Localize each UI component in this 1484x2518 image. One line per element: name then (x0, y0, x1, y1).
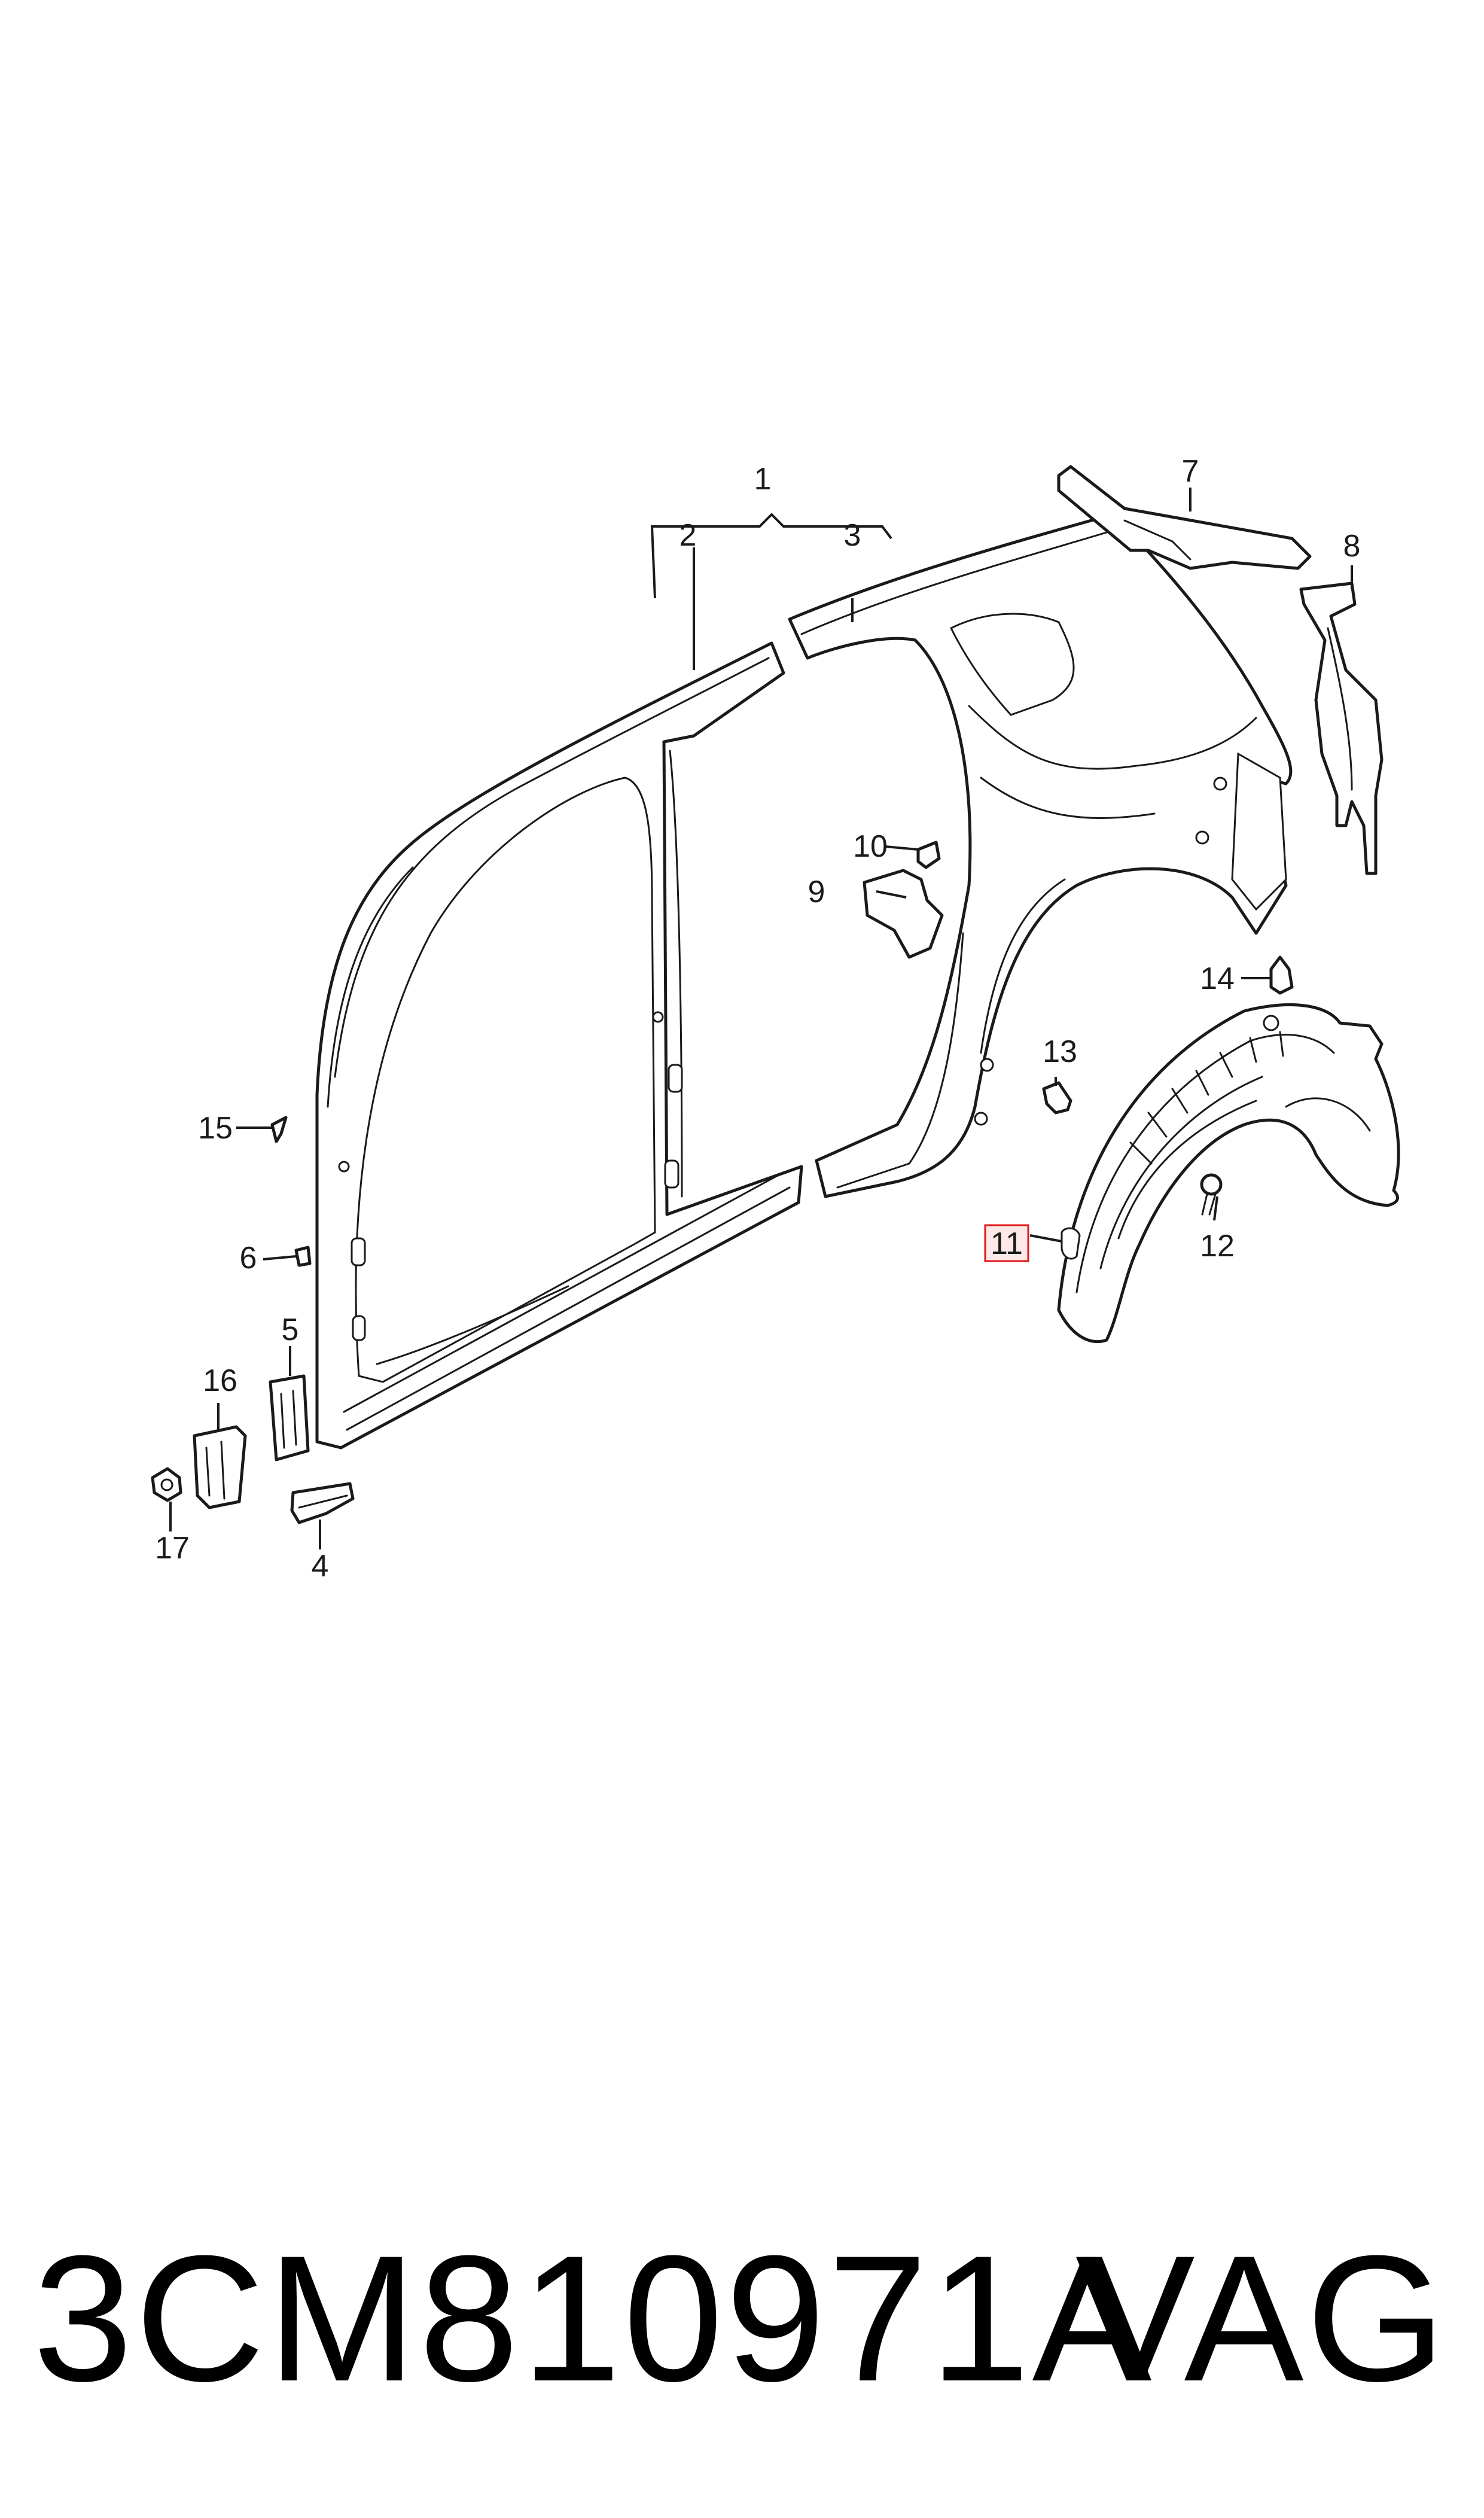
callout-5: 5 (282, 1313, 299, 1347)
callout-6: 6 (240, 1241, 257, 1275)
leader-lines (169, 488, 1353, 1549)
bracket-9 (863, 869, 944, 959)
callout-2: 2 (679, 518, 697, 553)
rear-pillar-bracket (1299, 581, 1384, 875)
rear-roof-rail-bracket (1057, 465, 1312, 570)
nut-17 (151, 1467, 182, 1502)
callout-16: 16 (203, 1363, 237, 1398)
bolt-12 (1200, 1173, 1223, 1216)
part-number: 3CM810971A (33, 2218, 1154, 2419)
wheel-housing-liner (1057, 1003, 1400, 1344)
callout-14: 14 (1200, 961, 1235, 996)
bracket-4 (290, 1482, 355, 1524)
callout-7: 7 (1182, 454, 1199, 489)
callout-8: 8 (1343, 529, 1361, 564)
bracket-10 (916, 841, 941, 869)
clip-6 (294, 1246, 312, 1267)
rear-side-panel (788, 513, 1293, 1198)
callout-9: 9 (808, 875, 825, 909)
front-side-panel (315, 641, 803, 1450)
callout-1: 1 (754, 462, 772, 497)
clip-14 (1269, 955, 1294, 995)
reinforcement-5 (269, 1374, 310, 1462)
callout-13: 13 (1043, 1034, 1077, 1069)
callout-15: 15 (198, 1111, 233, 1146)
callout-3: 3 (844, 518, 861, 553)
callout-labels: 1 2 3 4 5 6 7 8 9 10 11 12 13 14 15 16 1… (155, 454, 1360, 1584)
callout-11-highlight-box (984, 1224, 1029, 1262)
callout-11: 11 (991, 1226, 1023, 1261)
clip-13 (1042, 1081, 1072, 1115)
callout-4: 4 (312, 1549, 329, 1584)
callout-10: 10 (853, 829, 888, 864)
brand-label: VAG (1075, 2218, 1448, 2419)
callout-17: 17 (155, 1531, 190, 1566)
clip-15 (270, 1116, 288, 1143)
callout-12: 12 (1200, 1229, 1235, 1263)
bracket-16 (193, 1425, 247, 1509)
